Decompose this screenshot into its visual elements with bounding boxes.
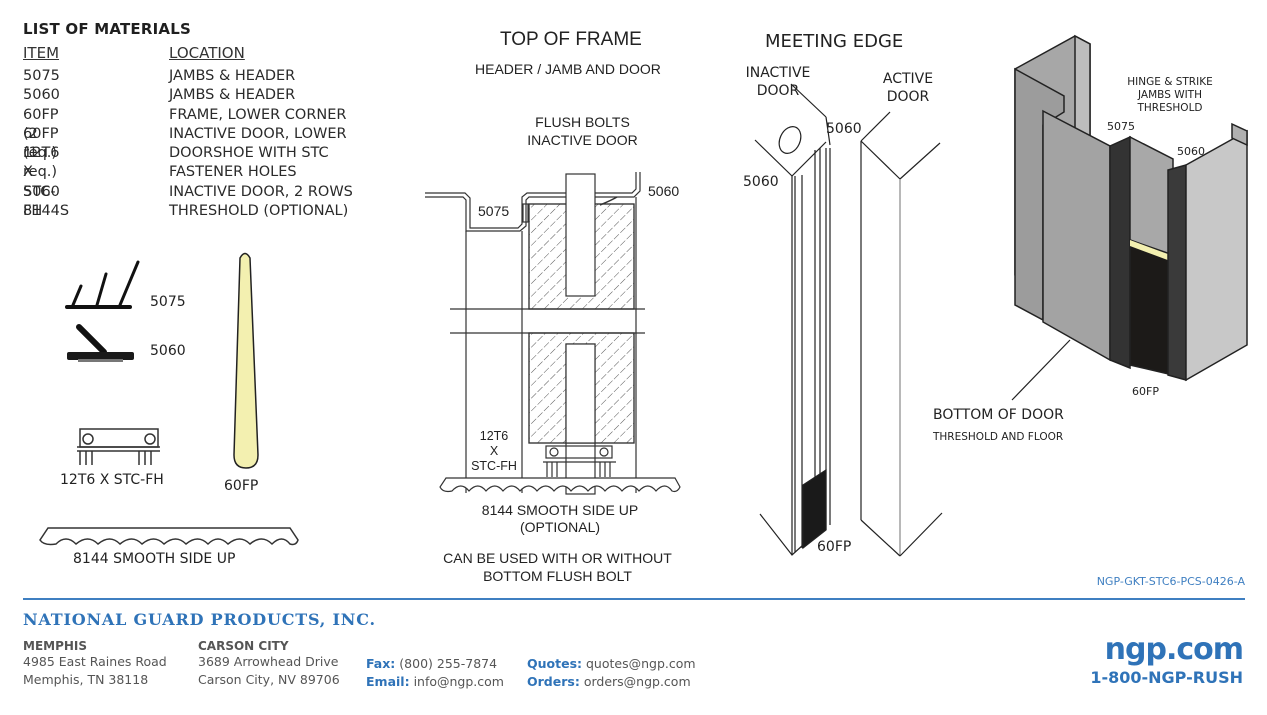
threshold-line2: (OPTIONAL) (519, 519, 601, 535)
meeting-edge-drawing (754, 83, 943, 557)
materials-location: FASTENER HOLES (169, 164, 297, 181)
materials-item: 12T6 X STC-FH (23, 145, 60, 220)
company-name: NATIONAL GUARD PRODUCTS, INC. (23, 610, 376, 629)
isometric-jambs-drawing (1011, 34, 1248, 401)
email-label: Email: (366, 674, 410, 689)
carson-address: CARSON CITY 3689 Arrowhead Drive Carson … (198, 639, 340, 689)
iso-caption-line3: THRESHOLD (1137, 102, 1203, 114)
orders-label: Orders: (527, 674, 580, 689)
bottom-of-door-title: BOTTOM OF DOOR (933, 407, 1064, 423)
tof-5075-label: 5075 (478, 203, 510, 219)
materials-location: FRAME, LOWER CORNER (169, 106, 347, 123)
tof-doorshoe-label: 12T6 X STC-FH (468, 429, 520, 474)
flush-bolts-label: FLUSH BOLTS INACTIVE DOOR (500, 113, 665, 149)
email-link[interactable]: info@ngp.com (413, 674, 504, 689)
phone-number: 1-800-NGP-RUSH (1090, 668, 1243, 687)
iso-5060-label: 5060 (1177, 145, 1205, 158)
active-line2: DOOR (886, 89, 930, 105)
iso-5075-label: 5075 (1107, 120, 1135, 133)
profile-12t6-icon (77, 428, 160, 465)
profile-8144-label: 8144 SMOOTH SIDE UP (73, 551, 236, 567)
tof-note: CAN BE USED WITH OR WITHOUT BOTTOM FLUSH… (420, 549, 695, 585)
iso-60fp-label: 60FP (1132, 385, 1159, 398)
materials-location: INACTIVE DOOR, 2 ROWS (169, 183, 353, 200)
profile-8144-icon (39, 527, 299, 546)
document-id: NGP-GKT-STC6-PCS-0426-A (1096, 575, 1245, 588)
bottom-of-door-subtitle: THRESHOLD AND FLOOR (933, 431, 1064, 443)
tof-threshold-label: 8144 SMOOTH SIDE UP (OPTIONAL) (460, 502, 660, 536)
quotes-contact: Quotes: quotes@ngp.com (527, 655, 696, 673)
profile-60fp-label: 60FP (224, 478, 259, 494)
doorshoe-line2: X (489, 444, 499, 458)
profile-5075-label: 5075 (150, 294, 186, 310)
materials-item: 60FP (1 req.) (23, 125, 59, 181)
flush-bolts-line1: FLUSH BOLTS (535, 114, 630, 130)
materials-header-item: ITEM (23, 44, 60, 62)
materials-location: THRESHOLD (OPTIONAL) (169, 203, 349, 220)
top-of-frame-drawing (425, 172, 681, 495)
tof-5060-label: 5060 (648, 183, 680, 199)
active-line1: ACTIVE (882, 71, 934, 87)
note-line2: BOTTOM FLUSH BOLT (483, 568, 632, 584)
flush-bolts-line2: INACTIVE DOOR (527, 132, 638, 148)
fax-contact: Fax: (800) 255-7874 (366, 655, 497, 673)
memphis-line1: 4985 East Raines Road (23, 654, 167, 669)
orders-email-link[interactable]: orders@ngp.com (583, 674, 691, 689)
iso-caption: HINGE & STRIKE JAMBS WITH THRESHOLD (1118, 76, 1222, 115)
orders-contact: Orders: orders@ngp.com (527, 673, 691, 691)
profile-5060-label: 5060 (150, 343, 186, 359)
materials-item: 60FP (2 req.) (23, 106, 59, 162)
threshold-line1: 8144 SMOOTH SIDE UP (481, 502, 639, 518)
doorshoe-line3: STC-FH (471, 459, 517, 473)
top-of-frame-title: TOP OF FRAME (500, 29, 642, 50)
materials-location: DOORSHOE WITH STC (169, 145, 329, 162)
website-logo[interactable]: ngp.com (1104, 632, 1244, 667)
materials-location: INACTIVE DOOR, LOWER (169, 125, 347, 142)
profile-12t6-label: 12T6 X STC-FH (60, 472, 164, 488)
fax-label: Fax: (366, 656, 396, 671)
materials-item: 5060 (23, 87, 60, 104)
memphis-line2: Memphis, TN 38118 (23, 672, 149, 687)
memphis-city: MEMPHIS (23, 639, 88, 653)
note-line1: CAN BE USED WITH OR WITHOUT (443, 550, 672, 566)
carson-line2: Carson City, NV 89706 (198, 672, 340, 687)
materials-item: 8144S (23, 203, 70, 220)
fax-value: (800) 255-7874 (399, 656, 498, 671)
materials-item: 5075 (23, 68, 60, 84)
iso-caption-line2: JAMBS WITH (1138, 89, 1202, 101)
active-door-label: ACTIVE DOOR (870, 70, 946, 106)
profile-5060-icon (67, 324, 134, 362)
profile-5075-icon (65, 260, 140, 309)
quotes-email-link[interactable]: quotes@ngp.com (586, 656, 696, 671)
inactive-door-label: INACTIVE DOOR (738, 64, 818, 100)
me-5060-left-label: 5060 (743, 174, 779, 190)
profile-60fp-icon (233, 252, 259, 469)
email-contact: Email: info@ngp.com (366, 673, 504, 691)
inactive-line2: DOOR (756, 83, 800, 99)
carson-city: CARSON CITY (198, 639, 289, 653)
materials-title: LIST OF MATERIALS (23, 20, 191, 38)
footer-divider (23, 598, 1245, 600)
quotes-label: Quotes: (527, 656, 583, 671)
doorshoe-line1: 12T6 (479, 429, 509, 443)
iso-caption-line1: HINGE & STRIKE (1127, 76, 1213, 88)
me-60fp-label: 60FP (817, 539, 852, 555)
inactive-line1: INACTIVE (745, 65, 811, 81)
materials-item: 5060 (23, 183, 60, 200)
top-of-frame-subtitle: HEADER / JAMB AND DOOR (475, 61, 661, 77)
materials-location: JAMBS & HEADER (169, 68, 296, 84)
memphis-address: MEMPHIS 4985 East Raines Road Memphis, T… (23, 639, 167, 689)
me-5060-top-label: 5060 (826, 121, 862, 137)
materials-location: JAMBS & HEADER (169, 87, 296, 104)
carson-line1: 3689 Arrowhead Drive (198, 654, 339, 669)
materials-header-location: LOCATION (169, 44, 245, 62)
meeting-edge-title: MEETING EDGE (765, 31, 904, 52)
